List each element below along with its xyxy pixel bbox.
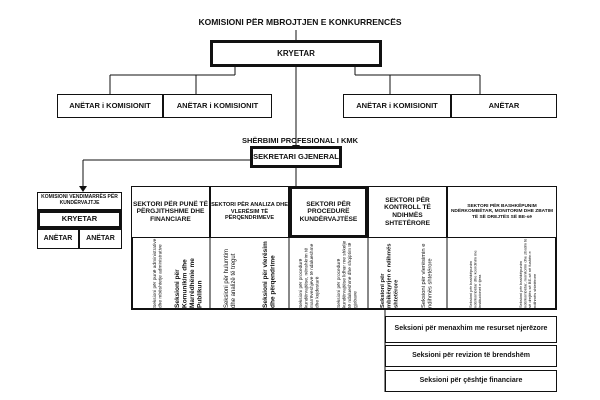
member-box-4: ANËTAR bbox=[451, 94, 557, 118]
member-box-1: ANËTAR i KOMISIONIT bbox=[57, 94, 163, 118]
secretary-general-box: SEKRETARI GJENERAL bbox=[250, 146, 342, 168]
sector-international-cooperation: SEKTORI PËR BASHKËPUNIM NDËRKOMBËTAR, MO… bbox=[447, 186, 557, 238]
section-public-relations: Seksioni për Komunikim dhe Marrëdhënie m… bbox=[174, 258, 204, 308]
section-state-aid-assessment: Seksioni për vlerësimin e ndihmës shtetë… bbox=[421, 243, 434, 308]
sector-general-finance: SEKTORI PËR PUNË TË PËRGJITHSHME DHE FIN… bbox=[131, 186, 210, 238]
section-internal-audit: Seksioni për revizion të brendshëm bbox=[385, 345, 557, 367]
section-human-resources: Seksioni për menaxhim me resurset njerëz… bbox=[385, 316, 557, 343]
chart-title: KOMISIONI PËR MBROJTJEN E KONKURRENCËS bbox=[198, 17, 402, 27]
section-misdemeanor-1: Seksioni për procedurë kundërvajtëse, në… bbox=[298, 243, 321, 308]
chair-box: KRYETAR bbox=[210, 40, 382, 67]
sector-state-aid-control: SEKTORI PËR KONTROLL TË NDIHMËS SHTETËRO… bbox=[368, 186, 447, 238]
decision-commission-title: KOMISIONI VENDIMARRËS PËR KUNDËRVAJTJE bbox=[37, 192, 122, 210]
section-international-coordination: Seksioni për bashkëpunim ndërkombëtar dh… bbox=[468, 250, 483, 308]
member-box-2: ANËTAR i KOMISIONIT bbox=[163, 94, 272, 118]
section-admin: Seksioni për punë administrative dhe mbë… bbox=[153, 238, 164, 308]
section-financial-affairs: Seksioni për çështje financiare bbox=[385, 370, 557, 392]
section-state-aid-supervision: Seksioni për mbikëqyrjen e ndihmës shtet… bbox=[380, 243, 400, 308]
section-market-research: Seksioni për hulumtim dhe analizë të tre… bbox=[224, 248, 237, 308]
section-concentrations: Seksioni për vlerësim dhe përqendrime bbox=[261, 241, 276, 308]
member-box-3: ANËTAR i KOMISIONIT bbox=[343, 94, 451, 118]
section-misdemeanor-2: Seksioni për procedurë kundërvajtëse lid… bbox=[336, 240, 359, 308]
decision-commission-chair: KRYETAR bbox=[37, 210, 122, 229]
section-eu-law: Seksioni për bashkëpunim ndërkombëtar, m… bbox=[517, 238, 537, 308]
decision-commission-member-1: ANËTAR bbox=[37, 229, 79, 249]
secretariat-title: SHËRBIMI PROFESIONAL I KMK bbox=[241, 136, 359, 145]
decision-commission-member-2: ANËTAR bbox=[79, 229, 122, 249]
sector-misdemeanor-procedure: SEKTORI PËR PROCEDURË KUNDËRVAJTËSE bbox=[289, 186, 368, 238]
sector-concentrations: SEKTORI PËR ANALIZA DHE VLERËSIM TË PËRQ… bbox=[210, 186, 289, 238]
